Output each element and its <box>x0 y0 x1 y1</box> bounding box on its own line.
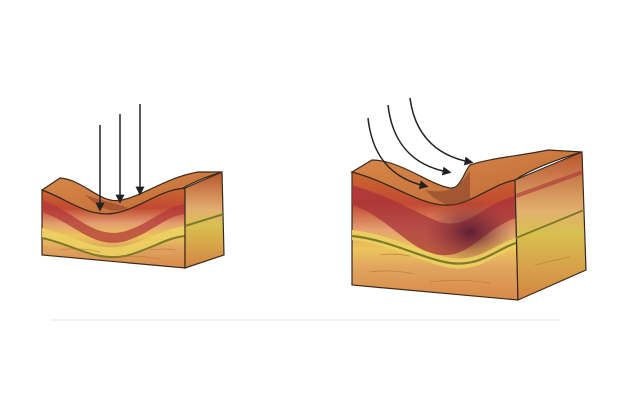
left-depression-shadow <box>85 195 128 211</box>
left-block <box>40 104 225 269</box>
right-olive-line <box>351 234 517 265</box>
right-arrow-3 <box>409 97 474 166</box>
left-olive-line <box>41 235 186 259</box>
right-dark-core <box>425 200 515 264</box>
right-fold-trough <box>425 170 470 206</box>
right-yellow-band <box>352 230 516 269</box>
left-block-top-surface <box>40 171 223 215</box>
right-arrow-2 <box>387 104 452 176</box>
right-arrow-1 <box>367 117 429 190</box>
right-block <box>350 97 587 301</box>
left-red-band <box>42 200 185 243</box>
